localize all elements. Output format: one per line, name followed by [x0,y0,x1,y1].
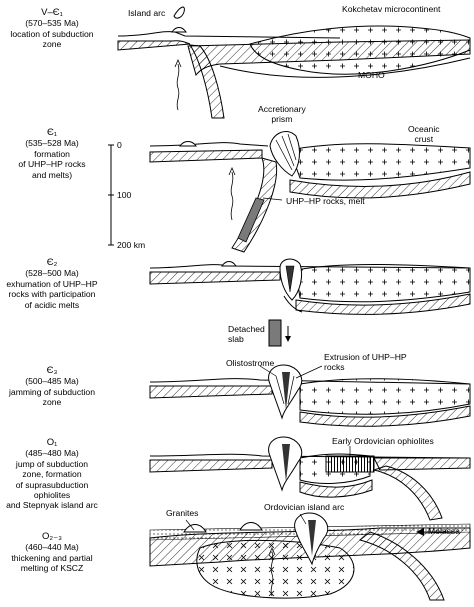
panel-stage-6 [149,512,471,601]
stage-6-label: O₂₋₃ (460–440 Ma) thickening and partial… [11,531,93,574]
ophiolites-label: Early Ordovician ophiolites [332,436,434,446]
uhp-rocks-label: UHP–HP rocks, melt [286,196,365,206]
island-arc-label: Island arc [128,8,166,18]
granites-label: Granites [166,508,199,518]
depth-scale [108,144,114,246]
oceanic-crust-label: Oceanic crust [408,124,440,144]
moho-label: MOHO [358,70,385,80]
depth-tick-100: 100 [117,190,132,200]
panel-stage-5 [149,436,471,521]
stage-1-label: V–Є₁ (570–535 Ma) location of subduction… [10,7,94,50]
panel-stage-3 [149,258,471,315]
olistostrome-label: Olistostrome [226,358,275,368]
stage-2-label: Є₁ (535–528 Ma) formation of UHP–HP rock… [18,127,86,180]
microcontinent-label: Kokchetav microcontinent [342,4,441,14]
accretionary-prism-label: Accretionary prism [258,104,306,124]
panel-stage-4 [149,364,471,427]
depth-tick-200: 200 km [117,240,146,250]
detached-slab-label: Detached slab [228,324,265,344]
molassa-label: Molassa [428,526,460,536]
stage-4-label: Є₃ (500–485 Ma) jamming of subduction zo… [9,365,95,408]
detached-slab [268,319,291,347]
extrusion-label: Extrusion of UHP–HP rocks [324,352,407,372]
ordovician-arc-label: Ordovician island arc [264,502,345,512]
stage-3-label: Є₂ (528–500 Ma) exhumation of UHP–HP roc… [6,257,98,310]
depth-tick-0: 0 [117,140,122,150]
stage-5-label: O₁ (485–480 Ma) jump of subduction zone,… [6,437,98,511]
panel-stage-1 [117,6,471,119]
panel-stage-2 [149,131,471,253]
